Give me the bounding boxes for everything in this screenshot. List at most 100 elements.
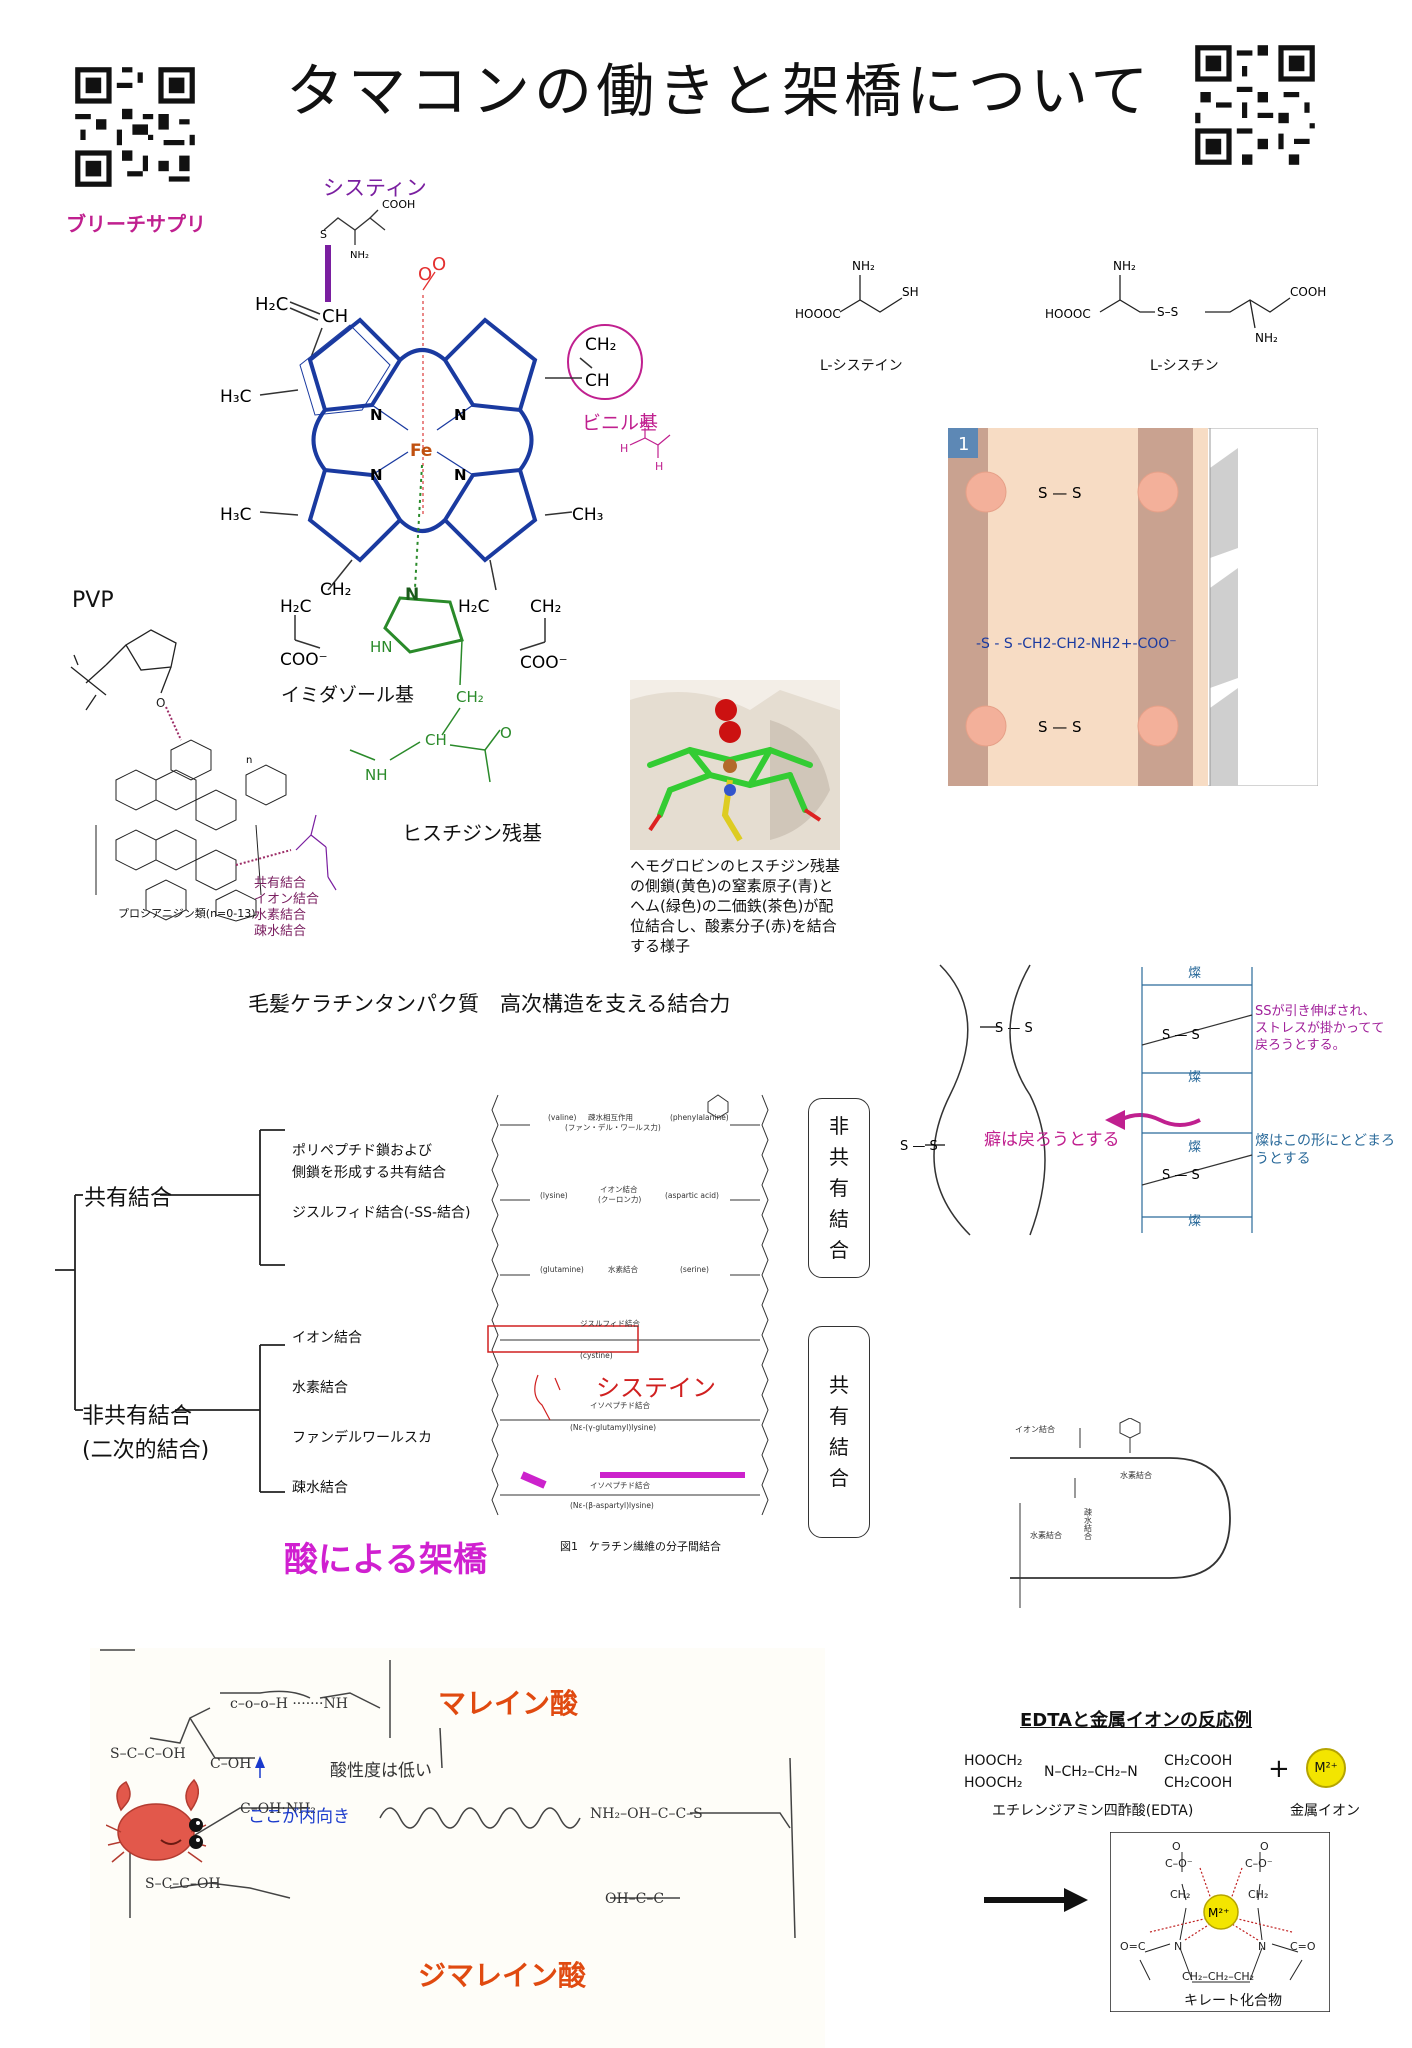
edta-formula: HOOCH₂ HOOCH₂ N–CH₂–CH₂–N CH₂COOH CH₂COO… bbox=[964, 1750, 1264, 1794]
covalent-item-2: 側鎖を形成する共有結合 bbox=[292, 1165, 446, 1181]
vinyl-ch-text: CH bbox=[322, 306, 348, 327]
cov-box-char-3: 結 bbox=[829, 1435, 849, 1459]
heme-ch3-right: CH₃ bbox=[572, 505, 603, 525]
side-chain-bonds-diagram: イオン結合 水素結合 水素結合 疎水結合 bbox=[1010, 1418, 1231, 1608]
heme-fe: Fe bbox=[410, 441, 432, 461]
heme-n4: N bbox=[454, 466, 467, 484]
histidine-residue-label: ヒスチジン残基 bbox=[402, 821, 542, 845]
covalent-box: 共 有 結 合 bbox=[808, 1326, 870, 1538]
his-ch2: CH₂ bbox=[456, 688, 484, 706]
keratin-chain-text: -S - S -CH2-CH2-NH2+-COO⁻ bbox=[976, 636, 1177, 652]
proanthocyanidin-label: プロシアニジン類(n=0-13) bbox=[118, 907, 256, 920]
svg-text:O: O bbox=[156, 696, 165, 710]
stays-note: 燦はこの形にとどまろうとする bbox=[1255, 1133, 1395, 1167]
bonds-diagram-hydrophobic: 疎水結合 bbox=[1084, 1508, 1093, 1541]
hemoglobin-3d-image bbox=[630, 680, 840, 850]
page-title: タマコンの働きと架橋について bbox=[286, 57, 1153, 125]
cystine-struct-ss: S–S bbox=[1157, 305, 1178, 319]
svg-text:C=O: C=O bbox=[1290, 1940, 1316, 1953]
reaction-arrow-icon bbox=[984, 1888, 1088, 1912]
center-label-hydrophobic: 疎水相互作用 bbox=[588, 1112, 633, 1122]
metal-ion-label: 金属イオン bbox=[1290, 1803, 1360, 1819]
cysteine-cooh-text: COOH bbox=[382, 198, 415, 211]
l-cystine-label: L-シスチン bbox=[1150, 358, 1219, 374]
l-cystine-structure: NH₂ S–S HOOOC COOH NH₂ bbox=[1045, 259, 1326, 345]
svg-text:N: N bbox=[1258, 1940, 1266, 1953]
covalent-item-1: ポリペプチド鎖および bbox=[292, 1143, 432, 1159]
right-vinyl-ch: CH bbox=[585, 371, 610, 391]
cysteine-struct-nh2: NH₂ bbox=[852, 259, 875, 273]
inward-note: ここが内向き bbox=[248, 1807, 350, 1827]
keratin-ss-bottom: S — S bbox=[1038, 718, 1082, 736]
vinyl-small-h3: H bbox=[655, 460, 663, 473]
cystine-struct-hoooc: HOOOC bbox=[1045, 307, 1091, 321]
heme-h3c-top: H₃C bbox=[220, 387, 251, 407]
edta-ch2cooh-a: CH₂COOH bbox=[1164, 1753, 1233, 1769]
center-label-lysine: (lysine) bbox=[540, 1191, 568, 1200]
noncov-box-char-4: 結 bbox=[829, 1206, 849, 1231]
svg-text:O: O bbox=[1172, 1840, 1181, 1853]
handwritten-notes-sheet: c–o–o–H ·······NH C–OH S–C–C–OH C–OH·NH₂… bbox=[90, 1648, 825, 2048]
acid-crosslink-label: 酸による架橋 bbox=[284, 1540, 487, 1580]
svg-text:CH₂–CH₂–CH₂: CH₂–CH₂–CH₂ bbox=[1182, 1970, 1254, 1983]
heme-structure-diagram: S COOH NH₂ H₂C CH O O N N N N Fe H₃C H₃C… bbox=[220, 198, 671, 784]
bar-label-2: 燦 bbox=[1188, 1070, 1201, 1085]
imidazole-label: イミダゾール基 bbox=[281, 684, 415, 706]
qr-code-right-icon[interactable] bbox=[1190, 40, 1320, 170]
cov-box-char-1: 共 bbox=[829, 1373, 849, 1397]
cystine-struct-nh2-a: NH₂ bbox=[1113, 259, 1136, 273]
noncovalent-bond-label: 非共有結合 bbox=[82, 1404, 193, 1429]
heme-s-text: S bbox=[320, 228, 327, 241]
prop-left-coo: COO⁻ bbox=[280, 650, 328, 670]
cysteine-struct-hoooc: HOOOC bbox=[795, 307, 841, 321]
bonds-diagram-hbond2: 水素結合 bbox=[1030, 1530, 1062, 1540]
edta-hooch2-a: HOOCH₂ bbox=[964, 1753, 1023, 1769]
covalent-items: ポリペプチド鎖および 側鎖を形成する共有結合 ジスルフィド結合(-SS-結合) bbox=[292, 1140, 471, 1224]
noncov-box-char-5: 合 bbox=[829, 1237, 849, 1262]
cystine-struct-nh2-b: NH₂ bbox=[1255, 331, 1278, 345]
center-label-hbond: 水素結合 bbox=[608, 1264, 638, 1274]
edta-backbone: N–CH₂–CH₂–N bbox=[1044, 1764, 1138, 1780]
edta-plus: + bbox=[1268, 1754, 1290, 1784]
covalent-bond-label: 共有結合 bbox=[84, 1186, 173, 1211]
edta-ch2cooh-b: CH₂COOH bbox=[1164, 1775, 1233, 1791]
center-label-ionic: イオン結合 bbox=[600, 1184, 638, 1194]
metal-ion-symbol: M²⁺ bbox=[1314, 1760, 1338, 1776]
noncov-box-char-3: 有 bbox=[829, 1175, 849, 1200]
vinyl-small-h1: H bbox=[620, 442, 628, 455]
pvp-bond-hydrophobic: 疎水結合 bbox=[254, 924, 307, 939]
svg-text:C–OH·NH₂: C–OH·NH₂ bbox=[240, 1801, 316, 1817]
keratin-ss-top: S — S bbox=[1038, 484, 1082, 502]
center-label-isopeptide2: イソペプチド結合 bbox=[590, 1480, 650, 1490]
keratin-structure-heading: 毛髪ケラチンタンパク質 高次構造を支える結合力 bbox=[248, 992, 731, 1016]
vinyl-group-label: ビニル基 bbox=[582, 412, 659, 434]
noncovalent-items: イオン結合 水素結合 ファンデルワールスカ 疎水結合 bbox=[292, 1328, 432, 1498]
svg-text:NH₂–OH–C–C–S: NH₂–OH–C–C–S bbox=[590, 1806, 703, 1822]
crab-icon bbox=[106, 1778, 207, 1863]
noncov-box-char-2: 共 bbox=[829, 1144, 849, 1169]
pvp-bond-hydrogen: 水素結合 bbox=[254, 908, 307, 923]
chelate-metal-symbol: M²⁺ bbox=[1208, 1906, 1230, 1920]
svg-text:C–O⁻: C–O⁻ bbox=[1165, 1857, 1193, 1870]
svg-text:S–C–C–OH: S–C–C–OH bbox=[110, 1746, 186, 1762]
bleach-supplement-label: ブリーチサプリ bbox=[66, 212, 206, 236]
svg-text:S–C–C–OH: S–C–C–OH bbox=[145, 1876, 221, 1892]
center-label-glutamyl: (Nε-(γ-glutamyl)lysine) bbox=[570, 1423, 656, 1432]
dimaleic-acid-label: ジマレイン酸 bbox=[418, 1959, 587, 1992]
imid-hn: HN bbox=[370, 638, 393, 656]
prop-right-coo: COO⁻ bbox=[520, 653, 568, 673]
svg-text:OH–C–C: OH–C–C bbox=[605, 1891, 664, 1907]
center-label-aspartic: (aspartic acid) bbox=[665, 1191, 719, 1200]
svg-text:CH₂: CH₂ bbox=[1170, 1888, 1190, 1901]
edta-title: EDTAと金属イオンの反応例 bbox=[1020, 1710, 1253, 1731]
qr-code-left-icon[interactable] bbox=[70, 62, 200, 192]
svg-text:N: N bbox=[1174, 1940, 1182, 1953]
cysteine-struct-sh: SH bbox=[902, 285, 919, 299]
svg-text:O: O bbox=[1260, 1840, 1269, 1853]
habit-returns-label: 癖は戻ろうとする bbox=[984, 1130, 1120, 1150]
svg-text:CH₂: CH₂ bbox=[1248, 1888, 1268, 1901]
prop-right-h2c: H₂C bbox=[458, 597, 489, 617]
center-label-serine: (serine) bbox=[680, 1265, 709, 1274]
o2-top-o: O bbox=[418, 264, 432, 285]
